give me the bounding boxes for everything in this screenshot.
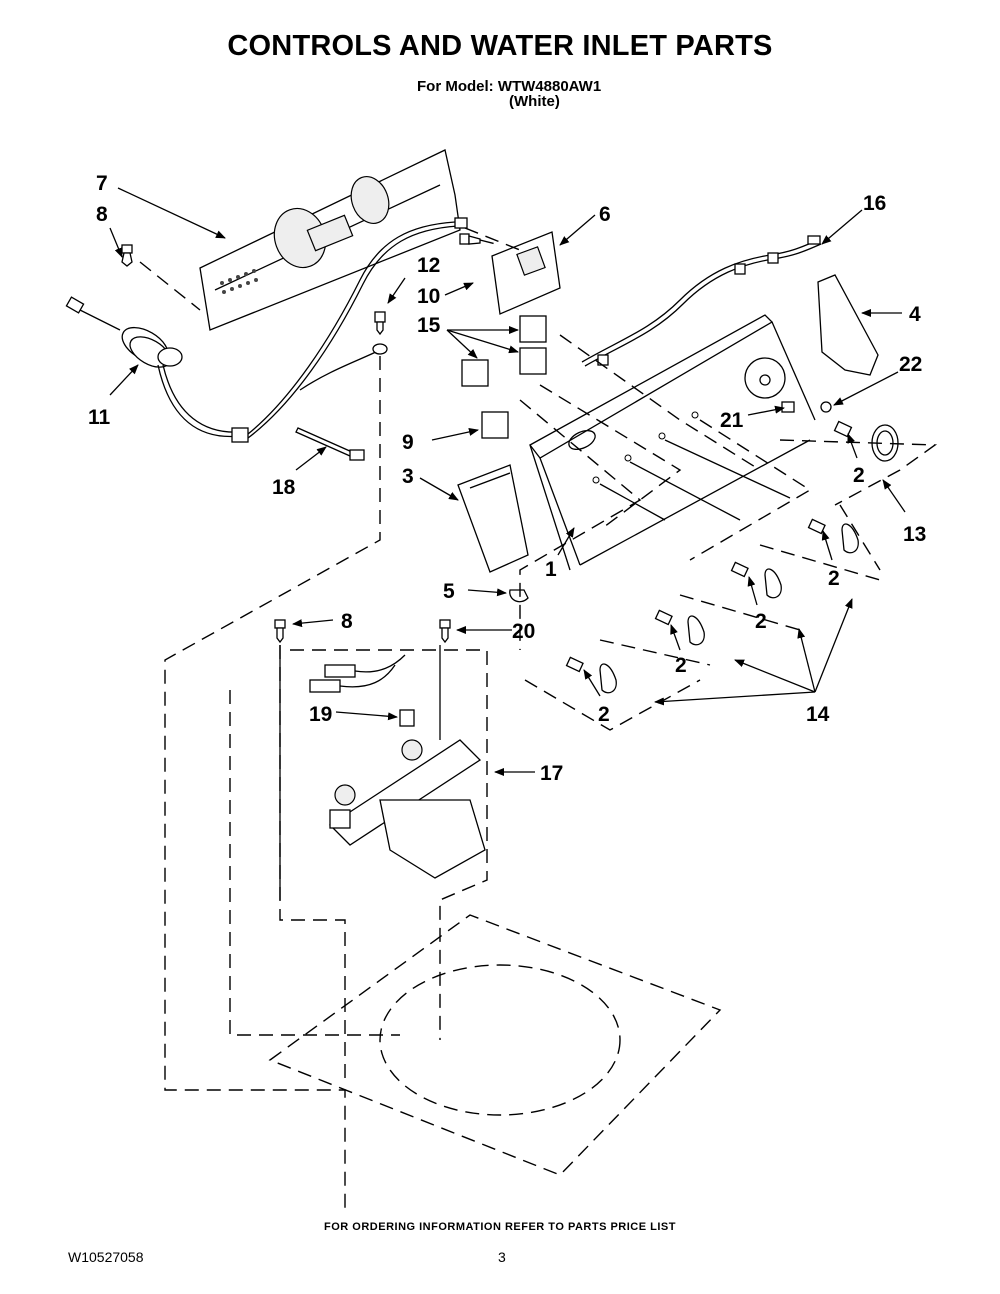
callout-19: 19: [309, 703, 332, 726]
cover-part: [457, 464, 529, 573]
callout-18: 18: [272, 476, 296, 499]
callout-12: 12: [417, 254, 440, 277]
switch-part: [461, 315, 547, 387]
assembly-dashed-lines: [139, 227, 938, 1215]
screw-part: [459, 233, 481, 245]
screw-part: [274, 619, 451, 644]
color-line: (White): [509, 93, 560, 110]
callout-2: 2: [853, 464, 865, 487]
timer-knob-part: [833, 420, 899, 462]
selector-knob-part: [565, 518, 859, 694]
callout-1: 1: [545, 558, 557, 581]
console-part: [529, 314, 816, 571]
leader-arrows: [109, 187, 906, 776]
callout-2: 2: [598, 703, 610, 726]
console-end-cap-part: [817, 274, 879, 376]
model-line: For Model: WTW4880AW1: [417, 78, 602, 95]
callout-2: 2: [828, 567, 840, 590]
ground-screw-part: [372, 311, 388, 355]
switch-part: [481, 411, 509, 439]
screw-part: [121, 244, 133, 267]
callout-16: 16: [863, 192, 886, 215]
washer-top-reference: [268, 914, 722, 1176]
console-rear-panel-part: [199, 149, 461, 331]
water-inlet-valve-part: [328, 739, 486, 879]
callout-13: 13: [903, 523, 926, 546]
ordering-note: FOR ORDERING INFORMATION REFER TO PARTS …: [324, 1221, 676, 1233]
callout-14: 14: [806, 703, 830, 726]
callout-11: 11: [88, 406, 111, 429]
callout-20: 20: [512, 620, 535, 643]
page-number: 3: [498, 1249, 506, 1265]
callout-5: 5: [443, 580, 455, 603]
page-title: CONTROLS AND WATER INLET PARTS: [227, 30, 773, 62]
callout-8: 8: [96, 203, 108, 226]
knob-shaft-part: [781, 401, 832, 413]
clip-part: [509, 589, 529, 603]
callout-22: 22: [899, 353, 922, 376]
callout-10: 10: [417, 285, 440, 308]
callout-17: 17: [540, 762, 563, 785]
callout-6: 6: [599, 203, 611, 226]
document-number: W10527058: [68, 1249, 144, 1265]
inlet-harness-part: [309, 654, 415, 727]
callout-7: 7: [96, 172, 108, 195]
wire-harness-part: [581, 235, 822, 367]
callout-2: 2: [755, 610, 767, 633]
callout-15: 15: [417, 314, 441, 337]
control-board-part: [491, 231, 561, 315]
callout-21: 21: [720, 409, 744, 432]
cable-tie-part: [295, 427, 365, 461]
callout-8: 8: [341, 610, 353, 633]
callout-3: 3: [402, 465, 414, 488]
callout-4: 4: [909, 303, 921, 326]
callout-9: 9: [402, 431, 414, 454]
power-cord-part: [65, 217, 468, 443]
callout-labels: 7 8 6 16 12 10 15 4 22 11 21 9 18 3 2 13…: [88, 172, 926, 785]
callout-2: 2: [675, 654, 687, 677]
